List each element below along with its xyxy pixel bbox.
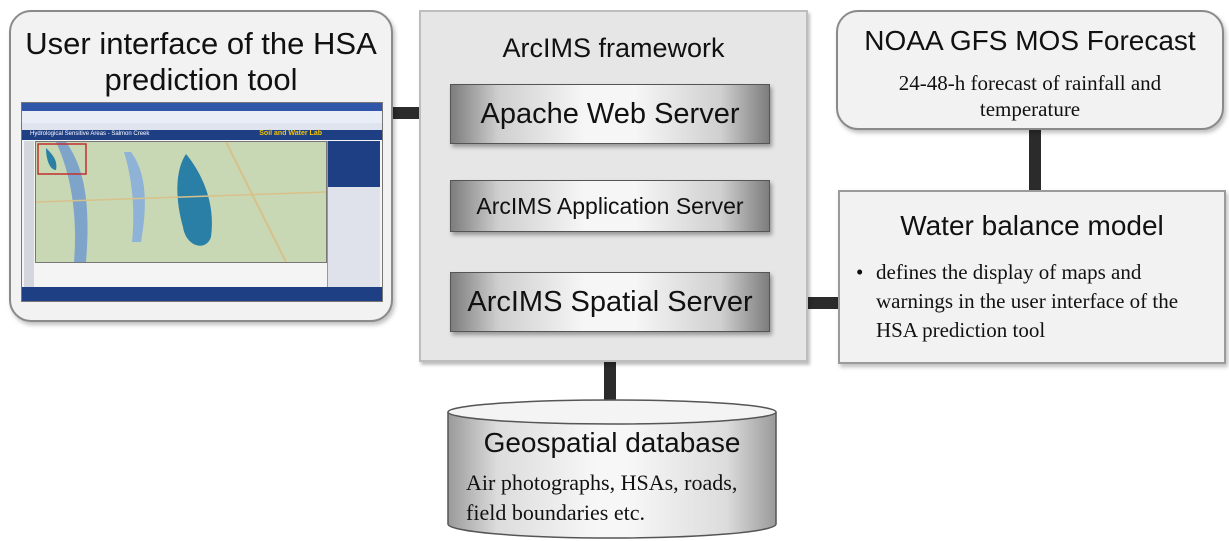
browser-titlebar (22, 103, 382, 111)
arcims-spatial-server-label: ArcIMS Spatial Server (467, 285, 753, 318)
arcims-application-server-label: ArcIMS Application Server (476, 192, 744, 219)
noaa-forecast-box: NOAA GFS MOS Forecast 24-48-h forecast o… (836, 10, 1224, 130)
arcims-spatial-server: ArcIMS Spatial Server (450, 272, 770, 332)
water-balance-bullet-item: • defines the display of maps and warnin… (856, 258, 1218, 345)
user-interface-title: User interface of the HSA prediction too… (25, 26, 377, 97)
apache-web-server: Apache Web Server (450, 84, 770, 144)
hsa-tool-screenshot: Hydrological Sensitive Areas - Salmon Cr… (21, 102, 383, 302)
user-interface-box: User interface of the HSA prediction too… (9, 10, 393, 322)
water-balance-description: defines the display of maps and warnings… (876, 260, 1179, 342)
geospatial-database: Geospatial database Air photographs, HSA… (446, 398, 778, 540)
app-brand: Soil and Water Lab (259, 130, 322, 137)
app-header: Hydrological Sensitive Areas - Salmon Cr… (22, 130, 382, 140)
map-sidebar-header (328, 141, 380, 187)
arcims-application-server: ArcIMS Application Server (450, 180, 770, 232)
connector-noaa-to-water-balance (1029, 130, 1041, 190)
map-image (35, 141, 327, 263)
database-cylinder-icon (447, 399, 777, 539)
water-balance-model-box: Water balance model • defines the displa… (838, 190, 1226, 364)
geospatial-database-title: Geospatial database (483, 427, 741, 458)
app-footer (22, 287, 382, 301)
map-toolbar (24, 141, 34, 289)
noaa-forecast-subtitle: 24-48-h forecast of rainfall and tempera… (898, 71, 1162, 121)
arcims-framework-title: ArcIMS framework (502, 33, 725, 63)
bullet-icon: • (856, 260, 864, 284)
noaa-forecast-title: NOAA GFS MOS Forecast (864, 25, 1196, 56)
water-balance-model-title: Water balance model (900, 210, 1164, 241)
browser-toolbar (22, 123, 382, 130)
geospatial-database-description: Air photographs, HSAs, roads, field boun… (466, 470, 738, 525)
app-title: Hydrological Sensitive Areas - Salmon Cr… (30, 131, 150, 137)
apache-web-server-label: Apache Web Server (480, 97, 740, 130)
map-view (35, 141, 327, 263)
